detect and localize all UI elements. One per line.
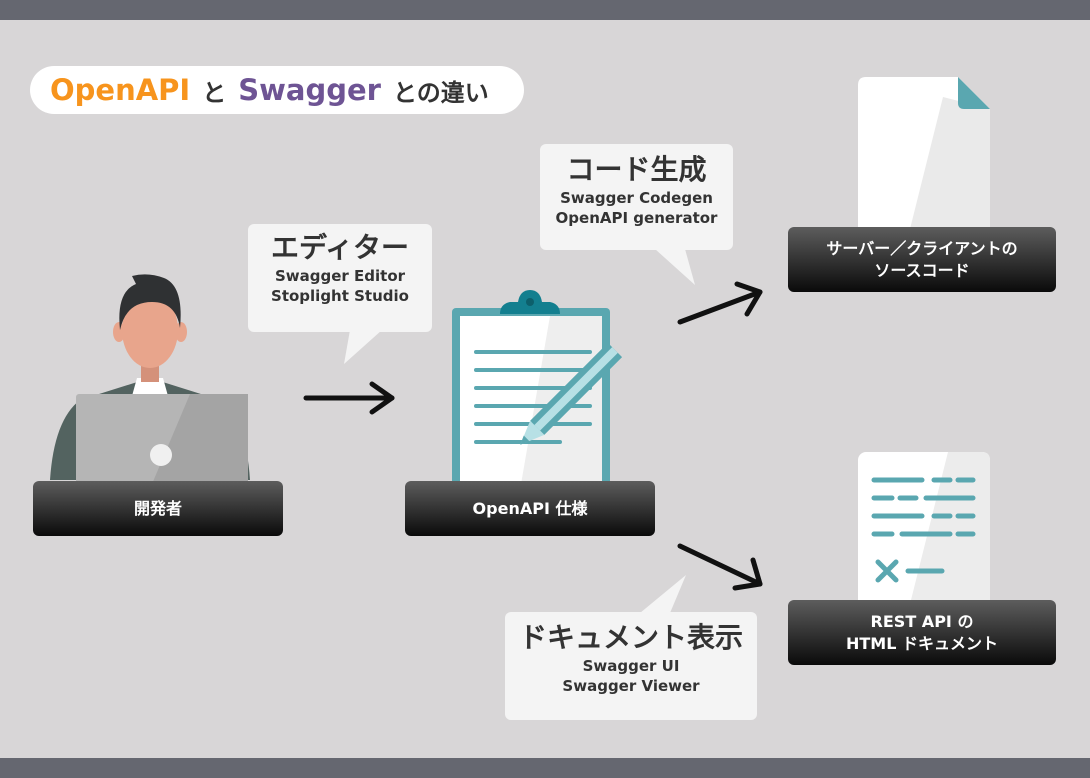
title-tail: との違い xyxy=(392,78,489,107)
bottom-frame-bar xyxy=(0,758,1090,778)
html-doc-label-line2: HTML ドキュメント xyxy=(846,633,998,653)
developer-label-text: 開発者 xyxy=(133,498,182,518)
codegen-tool-2: OpenAPI generator xyxy=(555,209,718,227)
source-label-line1: サーバー／クライアントの xyxy=(826,238,1018,258)
top-frame-bar xyxy=(0,0,1090,20)
title-separator: と xyxy=(202,78,227,107)
editor-tool-2: Stoplight Studio xyxy=(271,287,409,305)
html-document-label: REST API の HTML ドキュメント xyxy=(788,600,1056,665)
docs-heading: ドキュメント表示 xyxy=(518,621,743,654)
developer-icon xyxy=(50,274,250,484)
docs-bubble-tail xyxy=(640,575,686,613)
docs-bubble: ドキュメント表示 Swagger UI Swagger Viewer xyxy=(505,612,757,720)
docs-tool-1: Swagger UI xyxy=(582,657,680,675)
docs-tool-2: Swagger Viewer xyxy=(562,677,700,695)
codegen-heading: コード生成 xyxy=(566,153,707,186)
html-doc-label-line1: REST API の xyxy=(870,611,974,631)
clipboard-spec-icon xyxy=(452,290,623,496)
codegen-bubble: コード生成 Swagger Codegen OpenAPI generator xyxy=(540,144,733,250)
title-swagger: Swagger xyxy=(238,73,381,107)
arrow-right-icon xyxy=(303,381,395,415)
arrow-down-right-icon xyxy=(677,543,763,591)
source-file-icon xyxy=(858,77,990,237)
developer-label: 開発者 xyxy=(33,481,283,536)
editor-heading: エディター xyxy=(270,231,410,264)
page-title: OpenAPI と Swagger との違い xyxy=(30,66,524,114)
spec-label-text: OpenAPI 仕様 xyxy=(472,498,588,518)
source-label-line2: ソースコード xyxy=(874,260,970,280)
arrow-up-right-icon xyxy=(677,281,763,325)
spec-label: OpenAPI 仕様 xyxy=(405,481,655,536)
source-code-label: サーバー／クライアントの ソースコード xyxy=(788,227,1056,292)
editor-bubble: エディター Swagger Editor Stoplight Studio xyxy=(248,224,432,332)
codegen-bubble-tail xyxy=(655,249,695,285)
title-openapi: OpenAPI xyxy=(50,73,191,107)
html-document-icon xyxy=(858,452,990,612)
editor-bubble-tail xyxy=(344,330,382,364)
codegen-tool-1: Swagger Codegen xyxy=(560,189,713,207)
editor-tool-1: Swagger Editor xyxy=(274,267,406,285)
